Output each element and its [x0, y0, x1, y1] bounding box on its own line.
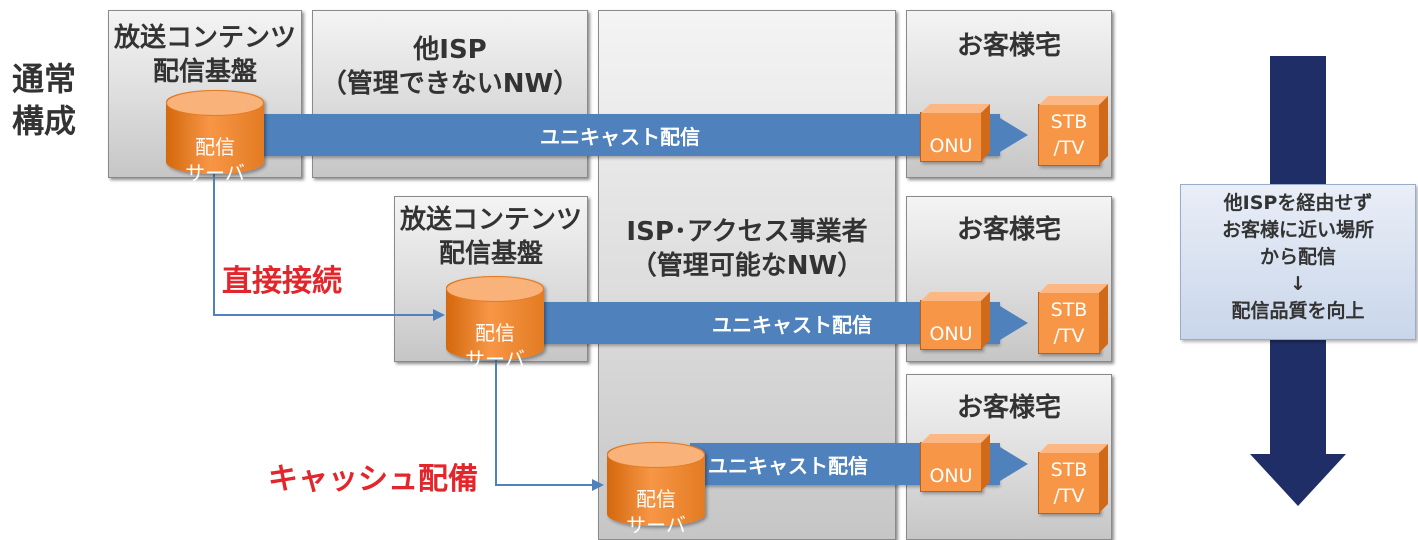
- benefit-note-line-1: 他ISPを経由せず: [1223, 192, 1373, 214]
- panel-home-3-title: お客様宅: [956, 393, 1061, 423]
- delivery-server-cache: 配信 サーバ: [607, 442, 705, 537]
- stb-tv-device-3: STB /TV: [1038, 452, 1100, 514]
- unicast-flow-direct-label: ユニキャスト配信: [712, 312, 872, 337]
- stb-tv-device-2-label: STB /TV: [1050, 299, 1088, 347]
- benefit-note-line-5: 配信品質を向上: [1231, 300, 1365, 322]
- benefit-note-down-arrow: ↓: [1290, 273, 1306, 295]
- stb-tv-device-1-label: STB /TV: [1050, 111, 1088, 159]
- unicast-flow-cache-label: ユニキャスト配信: [708, 453, 868, 478]
- delivery-server-cache-label: 配信 サーバ: [626, 487, 686, 537]
- unicast-flow-normal-arrowhead: [1000, 118, 1028, 152]
- delivery-server-direct-label: 配信 サーバ: [465, 321, 525, 371]
- connector-to-cache-arrowhead: [592, 479, 604, 491]
- panel-broadcast-normal-title: 放送コンテンツ 配信基盤: [113, 23, 296, 87]
- onu-device-2-label: ONU: [929, 323, 973, 345]
- panel-broadcast-direct-title: 放送コンテンツ 配信基盤: [399, 205, 582, 269]
- label-direct-connection: 直接接続: [222, 264, 342, 299]
- quality-improvement-arrowhead: [1250, 454, 1346, 506]
- label-normal-config: 通常 構成: [12, 60, 77, 140]
- benefit-note: 他ISPを経由せず お客様に近い場所 から配信 ↓ 配信品質を向上: [1180, 184, 1416, 340]
- delivery-server-normal: 配信 サーバ: [166, 90, 264, 185]
- delivery-server-normal-label: 配信 サーバ: [185, 135, 245, 185]
- onu-device-3: ONU: [920, 442, 982, 492]
- label-cache-deployment: キャッシュ配備: [268, 462, 478, 497]
- stb-tv-device-3-label: STB /TV: [1050, 459, 1088, 507]
- stb-tv-device-1: STB /TV: [1038, 104, 1100, 166]
- panel-isp-access-title: ISP･アクセス事業者 （管理可能なNW）: [626, 217, 868, 281]
- unicast-flow-normal-label: ユニキャスト配信: [540, 124, 700, 149]
- unicast-flow-cache-arrowhead: [1000, 447, 1028, 481]
- stb-tv-device-2: STB /TV: [1038, 292, 1100, 354]
- onu-device-1: ONU: [920, 112, 982, 162]
- benefit-note-line-3: から配信: [1259, 246, 1336, 268]
- connector-to-direct: [213, 170, 215, 316]
- delivery-server-direct: 配信 サーバ: [446, 276, 544, 371]
- panel-other-isp-title: 他ISP （管理できないNW）: [320, 35, 580, 99]
- connector-to-direct-horizontal: [213, 314, 435, 316]
- panel-home-1-title: お客様宅: [956, 31, 1061, 61]
- unicast-flow-direct-arrowhead: [1000, 306, 1028, 340]
- connector-to-cache-horizontal: [495, 484, 595, 486]
- benefit-note-line-2: お客様に近い場所: [1221, 219, 1374, 241]
- connector-to-cache: [495, 356, 497, 486]
- onu-device-3-label: ONU: [929, 465, 973, 487]
- onu-device-2: ONU: [920, 300, 982, 350]
- onu-device-1-label: ONU: [929, 135, 973, 157]
- unicast-flow-normal: ユニキャスト配信: [240, 114, 1000, 156]
- panel-home-2-title: お客様宅: [956, 215, 1061, 245]
- connector-to-direct-arrowhead: [433, 309, 445, 321]
